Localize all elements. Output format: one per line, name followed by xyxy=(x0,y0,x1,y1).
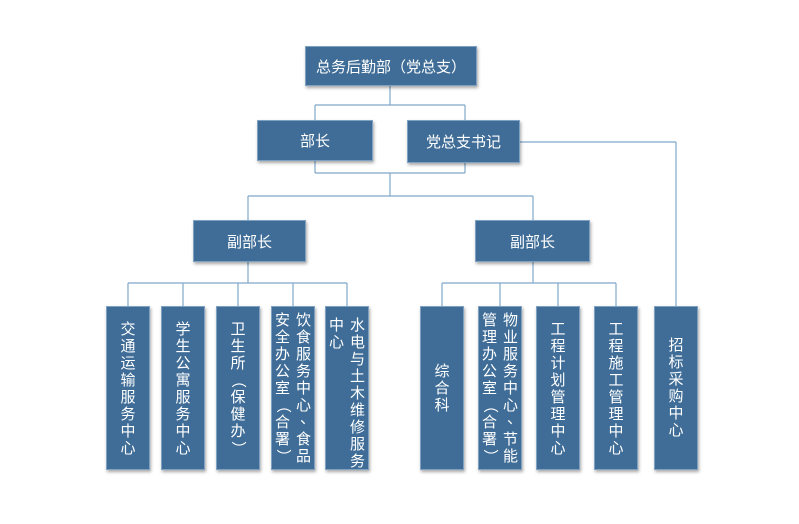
unit-water-power-box: 水电与土木维修服务 中心 xyxy=(325,306,369,470)
top-department-box: 总务后勤部（党总支） xyxy=(305,46,477,86)
deputy-left-label: 副部长 xyxy=(226,232,272,251)
unit-procurement-box: 招标采购中心 xyxy=(654,306,698,470)
unit-clinic-box: 卫生所（保健办） xyxy=(216,306,260,470)
deputy-right-label: 副部长 xyxy=(509,232,555,251)
unit-engineering-build-label: 工程施工管理中心 xyxy=(608,320,624,457)
unit-food-safety-box: 饮食服务中心、食品 安全办公室（合署） xyxy=(271,306,315,470)
unit-property-box: 物业服务中心、节能 管理办公室（合署） xyxy=(478,306,522,470)
unit-clinic-label: 卫生所（保健办） xyxy=(229,320,248,457)
unit-procurement-label: 招标采购中心 xyxy=(668,336,684,439)
party-secretary-box: 党总支书记 xyxy=(407,120,520,163)
unit-engineering-plan-label: 工程计划管理中心 xyxy=(550,320,566,457)
unit-general-box: 综合科 xyxy=(420,306,464,470)
minister-label: 部长 xyxy=(299,132,330,150)
deputy-right-box: 副部长 xyxy=(475,220,590,262)
top-department-label: 总务后勤部（党总支） xyxy=(315,57,466,76)
unit-dormitory-label: 学生公寓服务中心 xyxy=(175,320,191,457)
unit-property-label: 物业服务中心、节能 管理办公室（合署） xyxy=(481,311,522,465)
unit-general-label: 综合科 xyxy=(434,361,450,414)
unit-engineering-plan-box: 工程计划管理中心 xyxy=(536,306,580,470)
deputy-left-box: 副部长 xyxy=(193,220,306,262)
unit-transport-box: 交通运输服务中心 xyxy=(106,306,150,470)
unit-dormitory-box: 学生公寓服务中心 xyxy=(161,306,205,470)
unit-engineering-build-box: 工程施工管理中心 xyxy=(594,306,638,470)
minister-box: 部长 xyxy=(257,120,373,161)
party-secretary-label: 党总支书记 xyxy=(425,133,501,151)
unit-water-power-label: 水电与土木维修服务 中心 xyxy=(328,316,365,470)
unit-food-safety-label: 饮食服务中心、食品 安全办公室（合署） xyxy=(274,311,315,465)
unit-transport-label: 交通运输服务中心 xyxy=(120,320,136,457)
